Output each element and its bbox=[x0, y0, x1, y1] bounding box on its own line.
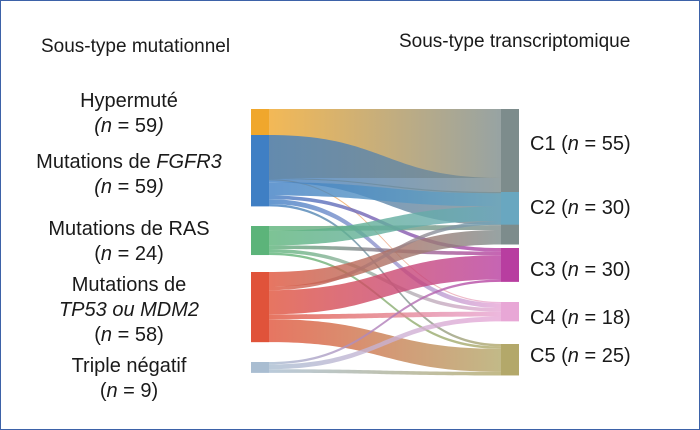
source-label-triple: Triple négatif (n = 9) bbox=[1, 354, 264, 404]
label-line: TP53 ou MDM2 bbox=[58, 298, 200, 321]
flow-triple-to-C3 bbox=[269, 279, 501, 365]
target-label-C2: C2 (n = 30) bbox=[530, 197, 631, 219]
source-node-fgfr3 bbox=[251, 135, 269, 207]
source-label-ras: Mutations de RAS (n = 24) bbox=[1, 217, 264, 267]
target-label-C4: C4 (n = 18) bbox=[530, 307, 631, 329]
source-node-triple bbox=[251, 362, 269, 373]
target-node-C4 bbox=[501, 302, 519, 322]
nodes-layer bbox=[251, 109, 519, 376]
flow-tp53-to-C2 bbox=[269, 221, 501, 291]
flow-tp53-to-C5 bbox=[269, 319, 501, 372]
flow-tp53-to-C4 bbox=[269, 311, 501, 320]
source-node-tp53 bbox=[251, 272, 269, 343]
header-mutational: Sous-type mutationnel bbox=[41, 36, 231, 57]
label-line: (n = 24) bbox=[94, 243, 164, 265]
label-line: (n = 9) bbox=[99, 380, 159, 402]
flow-ras-to-C3 bbox=[269, 245, 501, 256]
label-line: Triple négatif bbox=[71, 355, 187, 377]
target-node-C2 bbox=[501, 192, 519, 225]
flow-hyper-to-C4 bbox=[269, 179, 501, 304]
flow-ras-to-C5 bbox=[269, 252, 501, 349]
flow-ras-to-C2 bbox=[269, 206, 501, 246]
target-node-C5 bbox=[501, 344, 519, 376]
label-line: Mutations de bbox=[71, 273, 187, 296]
flow-triple-to-C5 bbox=[269, 369, 501, 376]
flow-tp53-to-C3 bbox=[269, 255, 501, 315]
flow-fgfr3-to-C2 bbox=[269, 182, 501, 207]
target-label-C1: C1 (n = 55) bbox=[530, 133, 631, 155]
source-node-ras bbox=[251, 226, 269, 256]
flow-tp53-to-C1 bbox=[269, 230, 501, 287]
target-label-C3: C3 (n = 30) bbox=[530, 259, 631, 281]
source-label-fgfr3: Mutations de FGFR3 (n = 59) bbox=[1, 150, 264, 200]
label-line: Hypermuté bbox=[80, 90, 178, 112]
flows-layer bbox=[269, 109, 501, 376]
flow-triple-to-C4 bbox=[269, 316, 501, 370]
label-line: (n = 58) bbox=[94, 323, 164, 346]
target-node-C3 bbox=[501, 248, 519, 282]
label-line: (n = 59) bbox=[94, 115, 164, 137]
header-transcriptomic: Sous-type transcriptomique bbox=[399, 31, 631, 52]
target-label-C5: C5 (n = 25) bbox=[530, 345, 631, 367]
label-line: Mutations de RAS bbox=[48, 218, 210, 240]
label-line: (n = 59) bbox=[94, 176, 164, 198]
source-label-hyper: Hypermuté (n = 59) bbox=[1, 89, 264, 139]
label-line: Mutations de FGFR3 bbox=[36, 151, 222, 173]
